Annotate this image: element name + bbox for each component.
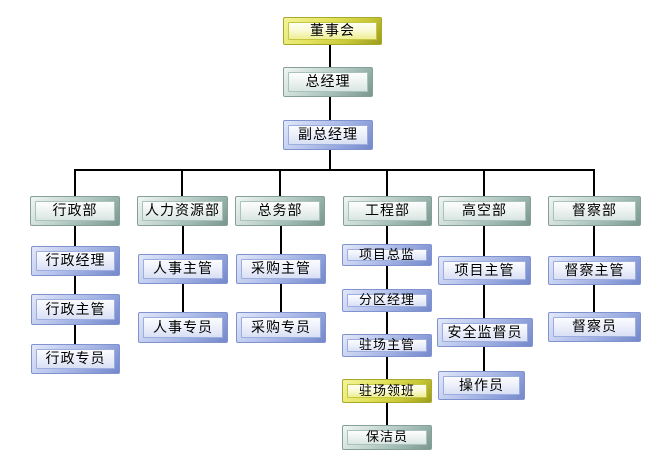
connector-line-vertical <box>593 169 595 196</box>
org-node-admin-specialist: 行政专员 <box>31 344 120 374</box>
org-node-label: 督察员 <box>553 317 636 337</box>
org-node-aerial-dept: 高空部 <box>438 196 531 226</box>
connector-line-vertical <box>483 347 485 371</box>
org-node-label: 项目总监 <box>347 249 427 262</box>
connector-line-vertical <box>329 45 331 67</box>
org-node-hr-dept: 人力资源部 <box>137 196 228 226</box>
org-node-admin-dept: 行政部 <box>30 196 120 226</box>
org-node-inspector: 督察员 <box>548 312 641 342</box>
org-node-label: 督察主管 <box>553 261 636 280</box>
connector-line-vertical <box>74 169 76 196</box>
org-node-label: 工程部 <box>348 201 427 221</box>
org-node-label: 行政经理 <box>36 251 115 271</box>
org-node-label: 分区经理 <box>347 294 427 307</box>
connector-line-vertical <box>483 169 485 196</box>
connector-line-vertical <box>182 226 184 254</box>
connector-line-vertical <box>483 226 485 256</box>
org-node-admin-manager: 行政经理 <box>31 246 120 276</box>
org-node-operator: 操作员 <box>438 371 525 400</box>
connector-line-vertical <box>593 226 595 256</box>
connector-line-vertical <box>593 285 595 312</box>
connector-line-vertical <box>280 226 282 254</box>
connector-line-vertical <box>386 403 388 425</box>
org-node-inspection-supervisor: 督察主管 <box>548 256 641 285</box>
org-node-district-manager: 分区经理 <box>342 289 432 312</box>
connector-line-vertical <box>386 226 388 244</box>
connector-line-vertical <box>182 284 184 312</box>
org-node-label: 安全监督员 <box>442 323 528 342</box>
org-node-engineering-dept: 工程部 <box>343 196 432 226</box>
org-node-onsite-supervisor: 驻场主管 <box>342 334 432 357</box>
connector-line-horizontal <box>74 169 595 171</box>
connector-line-vertical <box>483 285 485 318</box>
org-node-label: 驻场领班 <box>347 384 427 398</box>
org-node-inspection-dept: 督察部 <box>548 196 641 226</box>
org-node-label: 项目主管 <box>443 261 526 280</box>
connector-line-vertical <box>74 226 76 246</box>
org-node-deputy-general-manager: 副总经理 <box>283 120 373 150</box>
org-node-general-manager: 总经理 <box>283 67 373 97</box>
org-node-label: 总经理 <box>288 72 368 92</box>
org-node-label: 人事专员 <box>143 317 223 338</box>
connector-line-vertical <box>386 169 388 196</box>
org-node-label: 高空部 <box>443 201 526 221</box>
connector-line-vertical <box>280 284 282 312</box>
connector-line-vertical <box>279 169 281 196</box>
org-node-board: 董事会 <box>283 17 382 45</box>
connector-line-vertical <box>386 312 388 334</box>
connector-line-vertical <box>386 266 388 289</box>
org-node-project-supervisor: 项目主管 <box>438 256 531 285</box>
org-node-label: 行政主管 <box>36 299 115 320</box>
org-node-label: 人力资源部 <box>142 201 223 221</box>
org-node-label: 行政部 <box>35 201 115 221</box>
org-node-label: 采购主管 <box>241 259 321 279</box>
org-node-procurement-supervisor: 采购主管 <box>236 254 326 284</box>
connector-line-vertical <box>329 150 331 171</box>
org-node-label: 副总经理 <box>288 125 368 145</box>
org-node-personnel-supervisor: 人事主管 <box>138 254 228 284</box>
org-node-procurement-specialist: 采购专员 <box>236 312 326 343</box>
org-node-label: 驻场主管 <box>347 339 427 352</box>
connector-line-vertical <box>74 276 76 294</box>
org-node-label: 行政专员 <box>36 349 115 369</box>
connector-line-vertical <box>74 325 76 344</box>
org-node-label: 总务部 <box>240 201 320 221</box>
org-node-cleaner: 保洁员 <box>342 425 432 450</box>
org-node-project-director: 项目总监 <box>342 244 432 266</box>
connector-line-vertical <box>386 357 388 379</box>
org-node-onsite-foreman: 驻场领班 <box>342 379 432 403</box>
org-node-label: 采购专员 <box>241 317 321 338</box>
org-node-personnel-specialist: 人事专员 <box>138 312 228 343</box>
org-node-label: 保洁员 <box>347 430 427 445</box>
connector-line-vertical <box>329 97 331 120</box>
org-node-general-affairs-dept: 总务部 <box>235 196 325 226</box>
connector-line-vertical <box>181 169 183 196</box>
org-node-safety-inspector: 安全监督员 <box>437 318 533 347</box>
org-node-label: 督察部 <box>553 201 636 221</box>
org-node-label: 人事主管 <box>143 259 223 279</box>
org-node-label: 董事会 <box>288 22 377 40</box>
org-node-admin-supervisor: 行政主管 <box>31 294 120 325</box>
org-node-label: 操作员 <box>443 376 520 395</box>
